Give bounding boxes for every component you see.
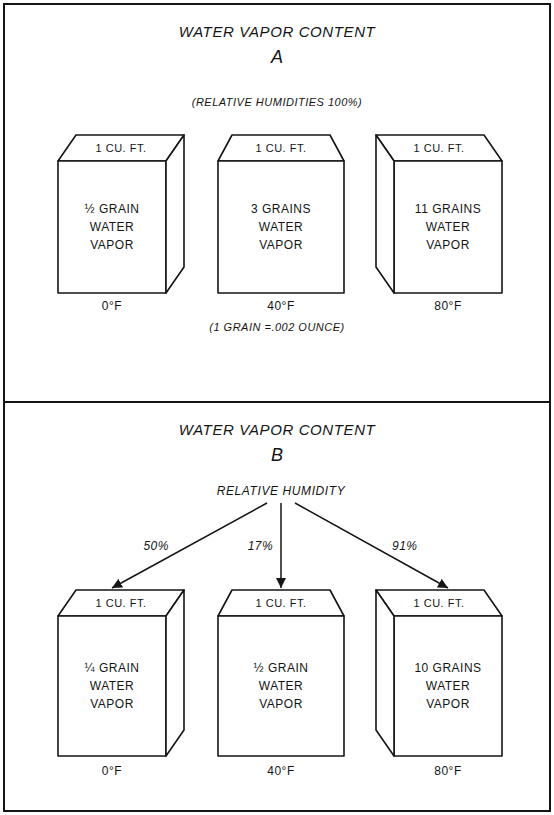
- volume-label: 1 CU. FT.: [376, 590, 502, 616]
- cube-face: [376, 135, 394, 293]
- cube-face: [218, 161, 344, 293]
- cube-box: 1 CU. FT. 3 GRAINS WATER VAPOR: [218, 135, 344, 293]
- volume-label: 1 CU. FT.: [218, 135, 344, 161]
- volume-label: 1 CU. FT.: [58, 135, 184, 161]
- cube-box: 1 CU. FT. 10 GRAINS WATER VAPOR: [376, 590, 502, 756]
- vapor-amount: ¼ GRAIN WATER VAPOR: [71, 659, 153, 713]
- cube-face: [376, 590, 394, 756]
- heading-text: RELATIVE HUMIDITY: [217, 484, 346, 498]
- panel-title: WATER VAPOR CONTENT: [5, 421, 549, 438]
- temperature-label: 0°F: [102, 299, 122, 313]
- temperature-label: 0°F: [102, 764, 122, 778]
- volume-label: 1 CU. FT.: [218, 590, 344, 616]
- panel-letter: B: [5, 445, 549, 466]
- cube-face: [58, 161, 166, 293]
- volume-label: 1 CU. FT.: [376, 135, 502, 161]
- cube-face: [58, 590, 184, 616]
- arrow-connector: [112, 503, 267, 588]
- panel-band: WATER VAPOR CONTENT B RELATIVE HUMIDITY 1 C…: [3, 401, 551, 812]
- volume-label: 1 CU. FT.: [58, 590, 184, 616]
- temperature-label: 80°F: [434, 299, 461, 313]
- vapor-amount: ½ GRAIN WATER VAPOR: [240, 659, 322, 713]
- cube-box: 1 CU. FT. ¼ GRAIN WATER VAPOR: [58, 590, 184, 756]
- cube-face: [58, 135, 184, 161]
- cube-face: [376, 135, 502, 161]
- cube-face: [218, 135, 344, 161]
- cube-face: [58, 616, 166, 756]
- heading-node: RELATIVE HUMIDITY: [213, 482, 350, 500]
- arrow-connector: [280, 503, 282, 588]
- cube-box: 1 CU. FT. 11 GRAINS WATER VAPOR: [376, 135, 502, 293]
- cube-face: [218, 616, 344, 756]
- panel-title: WATER VAPOR CONTENT: [5, 23, 549, 40]
- vapor-amount: 10 GRAINS WATER VAPOR: [407, 659, 489, 713]
- cube-face: [394, 161, 502, 293]
- cube-face: [166, 590, 184, 756]
- temperature-label: 40°F: [267, 764, 294, 778]
- humidity-note: (RELATIVE HUMIDITIES 100%): [192, 96, 363, 108]
- cube-face: [218, 590, 344, 616]
- cube-box: 1 CU. FT. ½ GRAIN WATER VAPOR: [58, 135, 184, 293]
- vapor-amount: 11 GRAINS WATER VAPOR: [407, 200, 489, 254]
- panel-band: WATER VAPOR CONTENT A 1 CU. FT. ½ GRAIN WAT…: [3, 3, 551, 403]
- cube-box: 1 CU. FT. ½ GRAIN WATER VAPOR: [218, 590, 344, 756]
- panel-letter: A: [5, 47, 549, 68]
- humidity-percent: 17%: [246, 539, 275, 553]
- temperature-label: 80°F: [434, 764, 461, 778]
- cube-face: [166, 135, 184, 293]
- temperature-label: 40°F: [267, 299, 294, 313]
- arrow-connector: [295, 503, 448, 588]
- vapor-amount: 3 GRAINS WATER VAPOR: [240, 200, 322, 254]
- cube-face: [376, 590, 502, 616]
- cube-face: [394, 616, 502, 756]
- humidity-percent: 91%: [390, 539, 419, 553]
- vapor-amount: ½ GRAIN WATER VAPOR: [71, 200, 153, 254]
- humidity-percent: 50%: [142, 539, 171, 553]
- unit-note: (1 GRAIN =.002 OUNCE): [209, 321, 345, 333]
